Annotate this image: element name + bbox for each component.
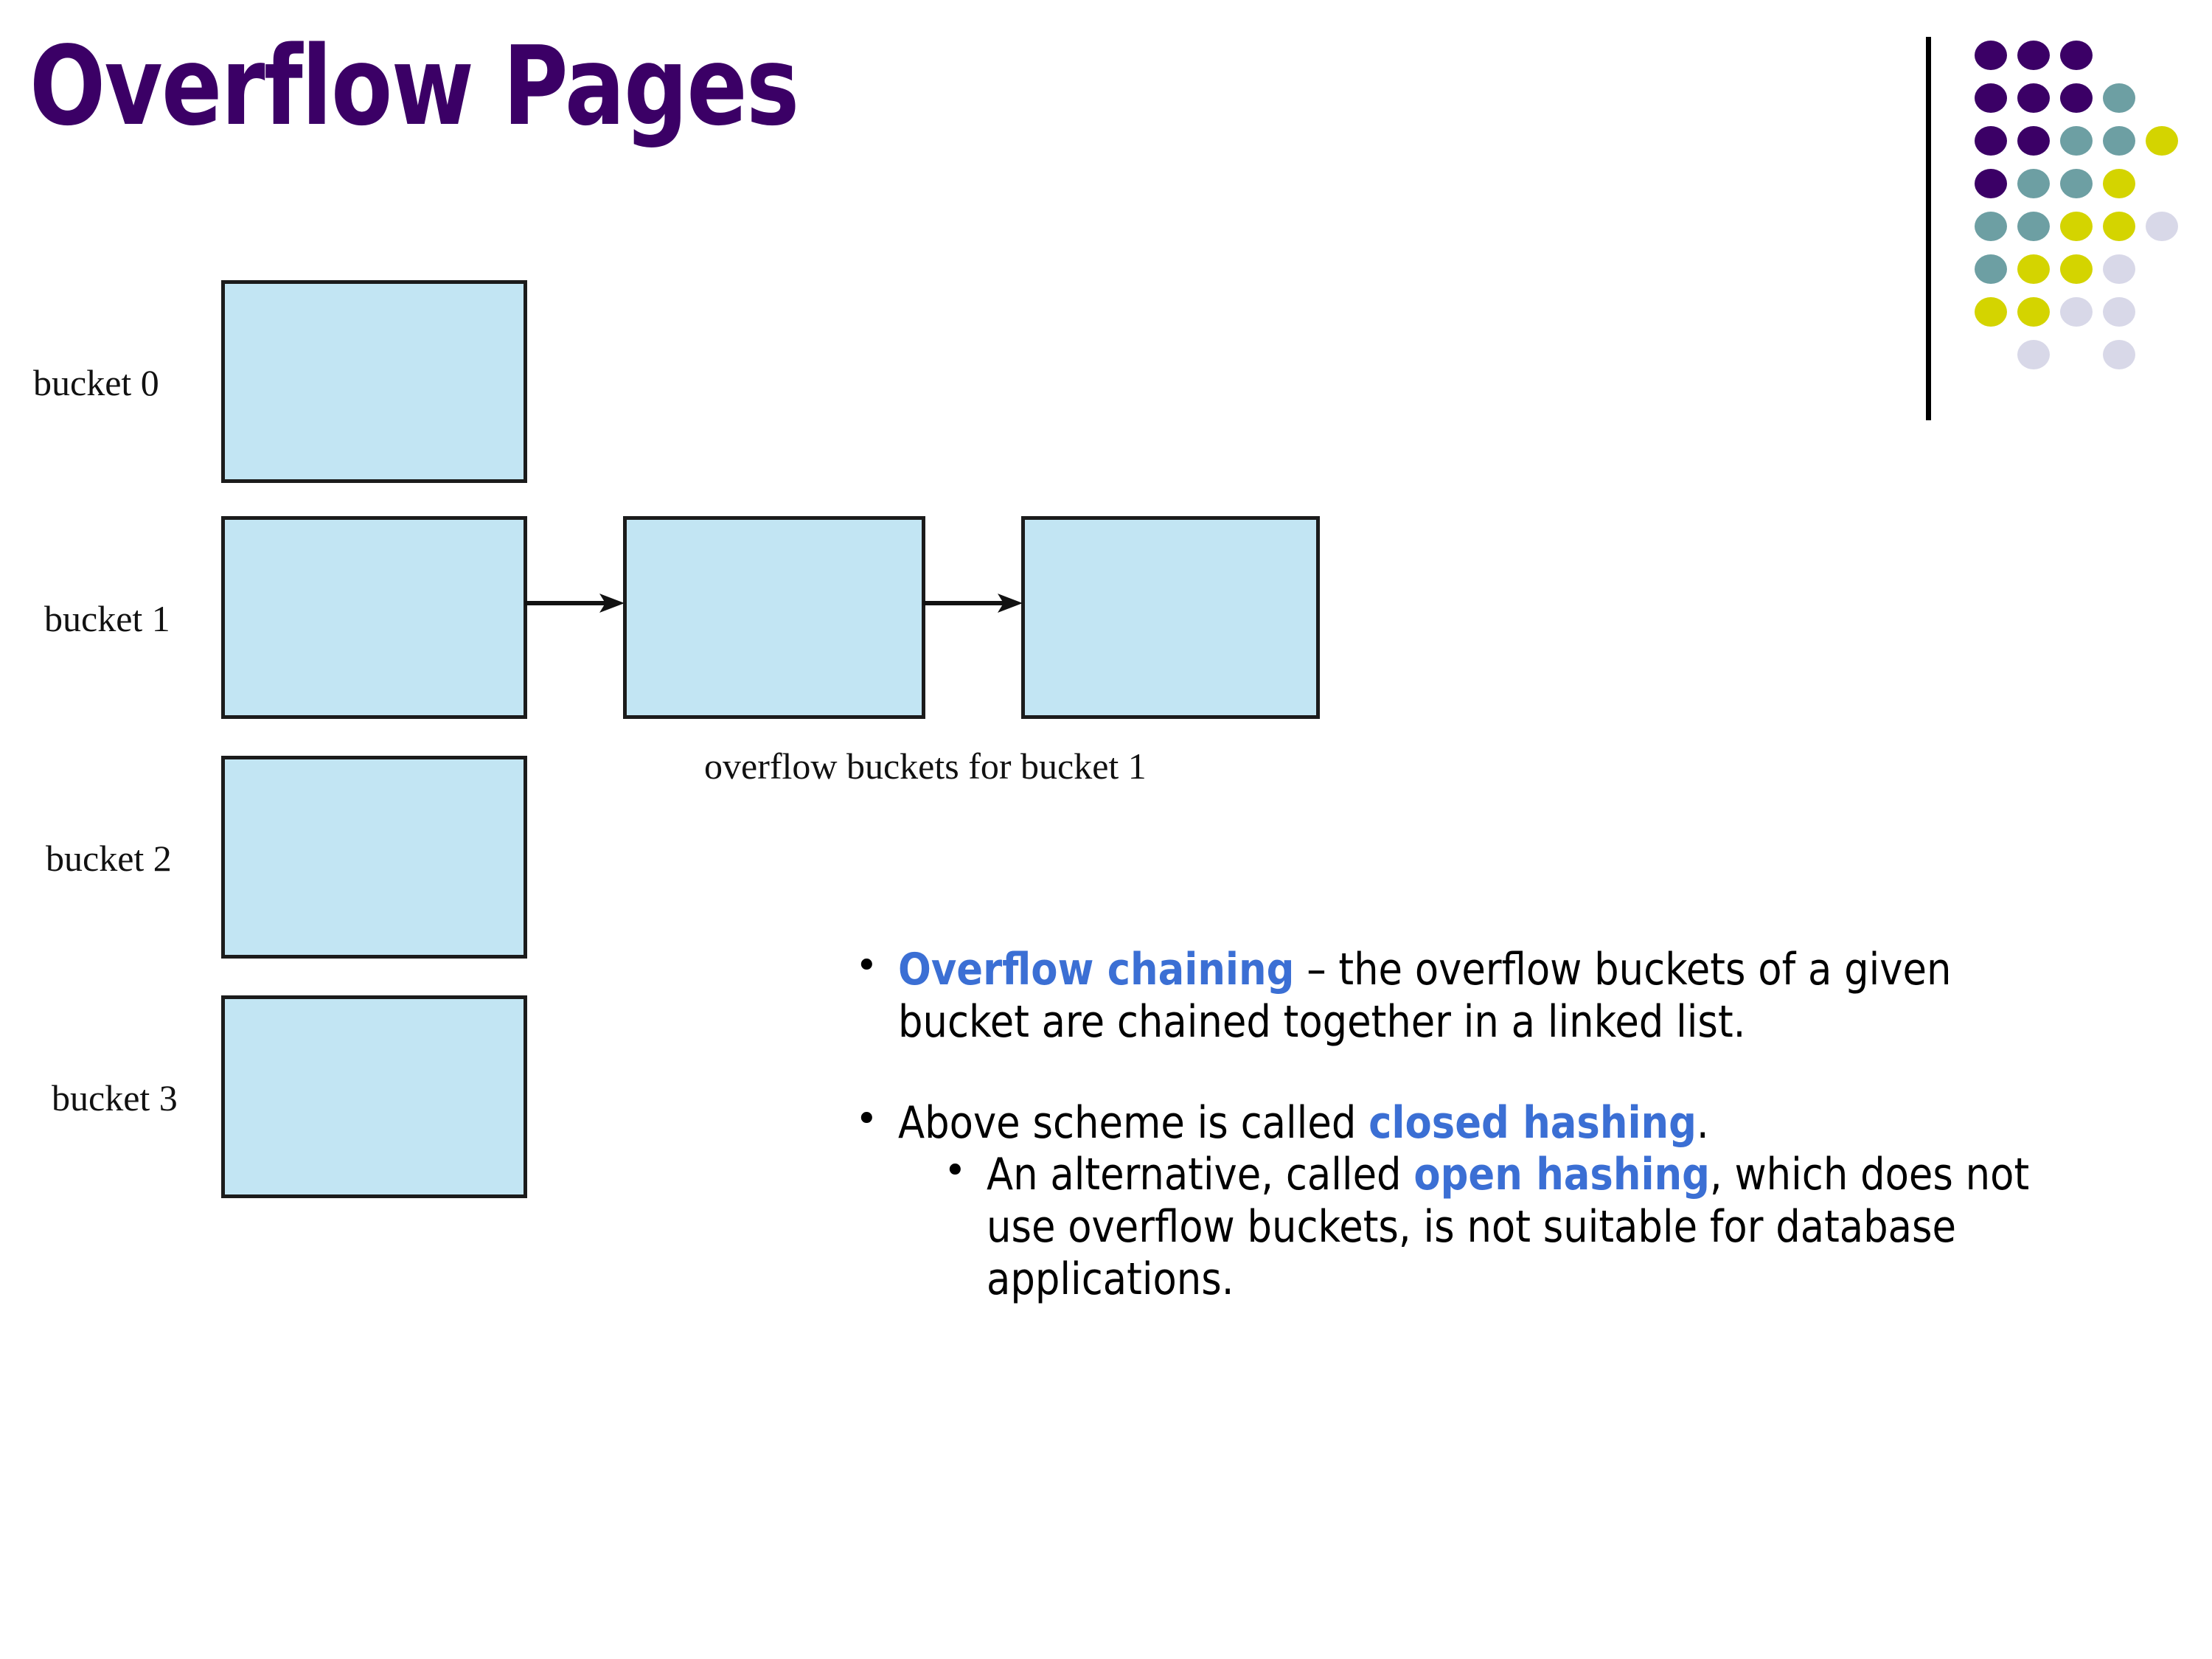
logo-dot-icon: [2060, 169, 2093, 198]
logo-dot-icon: [2103, 212, 2135, 241]
overflow-bucket-box-0: [623, 516, 925, 719]
bullet-item-0: • Overflow chaining – the overflow bucket…: [855, 944, 2183, 1048]
bucket-box-0: [221, 280, 527, 483]
logo-dot-icon: [2017, 212, 2050, 241]
logo-dot-icon: [2017, 41, 2050, 70]
body-text-run: – the overflow buckets of a given bucket…: [898, 944, 1952, 1048]
logo-dot-icon: [2103, 126, 2135, 156]
logo-dot-icon: [2103, 254, 2135, 284]
bucket-label-3: bucket 3: [52, 1077, 178, 1119]
keyword-term: open hashing: [1413, 1149, 1710, 1201]
body-text-run: Above scheme is called: [898, 1096, 1369, 1149]
logo-dot-icon: [1975, 297, 2007, 327]
bullet-marker-icon: •: [944, 1149, 967, 1194]
bucket-label-0: bucket 0: [33, 362, 159, 403]
bullet-spacer: [855, 1048, 2183, 1097]
bullet-list: • Overflow chaining – the overflow bucket…: [855, 944, 2183, 1306]
bullet-item-1: • Above scheme is called closed hashing.: [855, 1097, 2183, 1150]
logo-dot-icon: [1975, 169, 2007, 198]
logo-dot-icon: [2146, 126, 2178, 156]
logo-dot-icon: [2060, 83, 2093, 113]
chain-arrow-1: [923, 588, 1023, 618]
logo-dot-icon: [1975, 83, 2007, 113]
body-text-run: , which does not use overflow buckets, i…: [987, 1149, 2030, 1305]
bucket-label-1: bucket 1: [44, 598, 170, 639]
logo-dot-icon: [2017, 254, 2050, 284]
bucket-box-2: [221, 756, 527, 959]
logo-dot-icon: [1975, 254, 2007, 284]
bucket-label-2: bucket 2: [46, 838, 172, 879]
keyword-term: Overflow chaining: [898, 944, 1295, 995]
logo-dot-icon: [2017, 83, 2050, 113]
logo-dot-icon: [2017, 126, 2050, 156]
logo-dot-icon: [2060, 126, 2093, 156]
chain-arrow-0: [525, 588, 625, 618]
logo-dot-icon: [1975, 212, 2007, 241]
bucket-box-3: [221, 995, 527, 1198]
bullet-text-0: Overflow chaining – the overflow buckets…: [898, 944, 2028, 1048]
bullet-text-2: An alternative, called open hashing, whi…: [987, 1149, 2039, 1305]
body-text-run: An alternative, called: [987, 1149, 1414, 1201]
bullet-marker-icon: •: [855, 1096, 878, 1141]
bullet-marker-icon: •: [855, 944, 878, 988]
logo-dot-icon: [2103, 83, 2135, 113]
page-title: Overflow Pages: [29, 23, 799, 150]
logo-dot-icon: [2060, 297, 2093, 327]
logo-dot-icon: [2060, 41, 2093, 70]
logo-dot-icon: [2017, 169, 2050, 198]
logo-dot-icon: [2103, 297, 2135, 327]
logo-dot-icon: [1975, 41, 2007, 70]
overflow-bucket-box-1: [1021, 516, 1320, 719]
logo-dot-icon: [1975, 126, 2007, 156]
logo-dot-icon: [2060, 254, 2093, 284]
bullet-text-1: Above scheme is called closed hashing.: [898, 1097, 2028, 1150]
logo-dot-icon: [2103, 340, 2135, 369]
logo-dot-icon: [2103, 169, 2135, 198]
logo-dot-icon: [2146, 212, 2178, 241]
bullet-item-2: • An alternative, called open hashing, wh…: [944, 1149, 2183, 1305]
logo-divider-rule: [1926, 37, 1931, 420]
logo-dot-icon: [2017, 340, 2050, 369]
logo: [1917, 15, 2212, 428]
keyword-term: closed hashing: [1368, 1096, 1697, 1149]
body-text-run: .: [1696, 1096, 1709, 1149]
logo-dot-icon: [2017, 297, 2050, 327]
logo-dot-icon: [2060, 212, 2093, 241]
logo-dot-grid: [1975, 15, 2211, 369]
overflow-buckets-caption: overflow buckets for bucket 1: [704, 745, 1147, 787]
overflow-bucket-diagram: bucket 0 bucket 1 bucket 2 bucket 3 overflow…: [0, 0, 1475, 1198]
bucket-box-1: [221, 516, 527, 719]
